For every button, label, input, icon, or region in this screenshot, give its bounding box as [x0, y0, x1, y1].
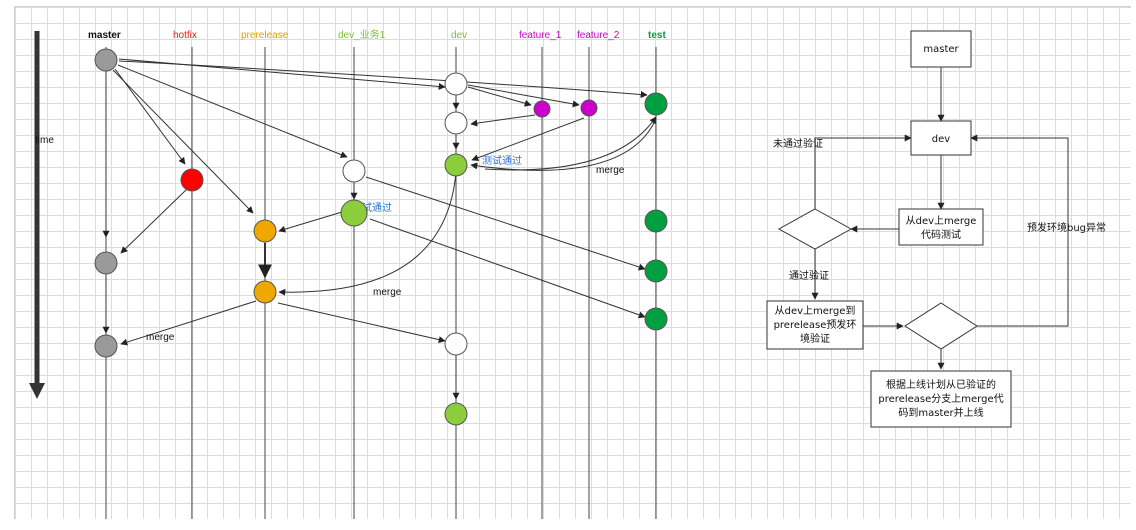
flow-release-text-2: prerelease分支上merge代	[878, 393, 1003, 405]
git-branching-diagram: time master hotfix prerelease dev_业务1 de…	[14, 6, 1131, 519]
annotation-merge-dev-test: merge	[596, 165, 625, 176]
commit-dev-biz-1	[342, 159, 366, 183]
commit-dev-2	[444, 111, 468, 135]
branch-label-feature-2: feature_2	[577, 30, 620, 41]
flow-diamond-test-result	[777, 208, 853, 250]
flow-release-text-1: 根据上线计划从已验证的	[886, 378, 996, 391]
commit-master-3	[94, 334, 118, 358]
branch-label-dev-biz: dev_业务1	[338, 28, 386, 41]
commit-feature-1	[533, 100, 551, 118]
flow-box-master	[910, 30, 972, 68]
branch-label-prerelease: prerelease	[241, 30, 289, 41]
flow-box-release	[870, 370, 1012, 428]
edge-feature-2-back-dev	[471, 117, 585, 162]
flow-pass-label: 通过验证	[789, 269, 829, 282]
time-axis-arrowhead	[29, 383, 45, 399]
edge-prerelease-to-dev	[277, 302, 446, 344]
branch-label-hotfix: hotfix	[173, 30, 197, 41]
edge-test-back	[484, 116, 657, 171]
commit-dev-1	[444, 72, 468, 96]
commit-master-2	[94, 251, 118, 275]
flow-edge-bug-to-dev	[970, 134, 1069, 327]
edge-master-to-dev-biz	[117, 64, 348, 158]
commit-feature-2	[580, 99, 598, 117]
edge-master-to-test	[118, 60, 648, 99]
time-label: time	[35, 135, 54, 146]
annotation-merge-master: merge	[146, 332, 175, 343]
edge-dev-to-prerelease-merge	[278, 171, 457, 296]
diagram-svg: time master hotfix prerelease dev_业务1 de…	[29, 28, 1106, 519]
flow-pre-text-2: prerelease预发环	[774, 318, 857, 331]
flow-box-dev	[910, 120, 972, 156]
edge-dev-biz-to-test-1	[365, 176, 646, 271]
commit-dev-5	[444, 402, 468, 426]
edge-feature-1-back-dev	[470, 114, 536, 127]
annotation-merge-prerelease: merge	[373, 287, 402, 298]
edge-dev-test-merge	[470, 118, 657, 171]
flow-pre-text-1: 从dev上merge到	[775, 305, 856, 317]
annotation-test-pass-dev: 测试通过	[482, 154, 522, 167]
branch-label-dev: dev	[451, 30, 467, 41]
edge-hotfix-to-master	[120, 188, 188, 254]
edge-master-to-hotfix	[114, 68, 186, 165]
flow-release-text-3: 码到master并上线	[898, 406, 983, 419]
branch-label-master: master	[88, 30, 121, 41]
branch-label-test: test	[648, 30, 666, 41]
flow-test-text-2: 代码测试	[921, 228, 961, 241]
commit-dev-biz-2	[340, 199, 368, 227]
flow-edge-fail-to-dev	[814, 134, 912, 209]
commit-dev-4	[444, 332, 468, 356]
flow-bug-label: 预发环境bug异常	[1027, 221, 1106, 234]
commit-prerelease-2	[253, 280, 277, 304]
edge-master-to-prerelease	[112, 69, 254, 214]
commit-test-4	[644, 307, 668, 331]
flow-box-prerelease	[766, 300, 864, 350]
flow-diamond-pre-result	[904, 302, 978, 350]
edge-dev-biz-to-prerelease	[278, 211, 343, 233]
commit-test-3	[644, 259, 668, 283]
flow-fail-label: 未通过验证	[773, 137, 823, 150]
commit-test-2	[644, 209, 668, 233]
commit-prerelease-1	[253, 219, 277, 243]
edge-dev-to-feature-2	[467, 84, 580, 108]
commit-master-1	[94, 48, 118, 72]
flow-dev-text: dev	[932, 134, 951, 145]
commit-dev-3	[444, 153, 468, 177]
edge-prerelease-to-master	[120, 300, 257, 346]
flow-test-text-1: 从dev上merge	[906, 215, 977, 227]
commit-test-1	[644, 92, 668, 116]
edge-dev-biz-to-test-2	[369, 218, 646, 319]
branch-label-feature-1: feature_1	[519, 30, 562, 41]
flow-master-text: master	[923, 44, 959, 55]
flow-pre-text-3: 境验证	[800, 332, 830, 345]
edge-dev-to-feature-1	[467, 86, 532, 107]
flow-box-test	[898, 208, 984, 246]
commit-hotfix-1	[180, 168, 204, 192]
